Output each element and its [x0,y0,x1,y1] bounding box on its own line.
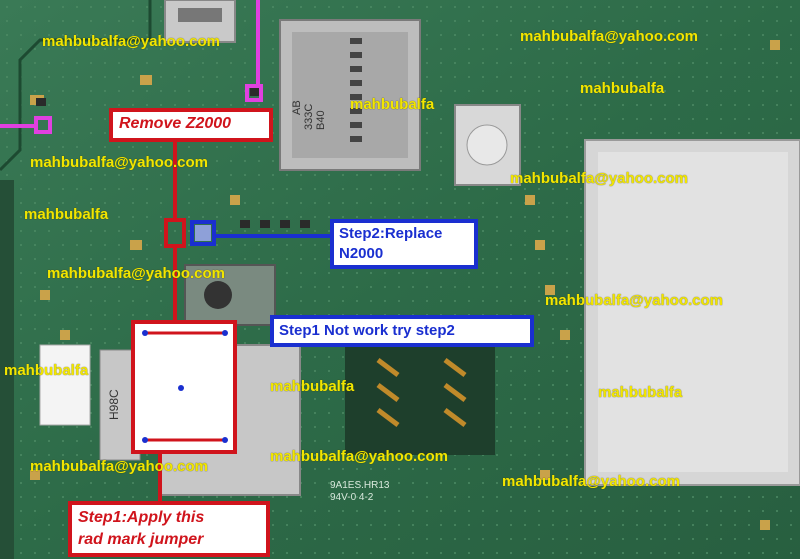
watermark-email: mahbubalfa@yahoo.com [30,458,208,475]
watermark-email: mahbubalfa@yahoo.com [30,154,208,171]
chip-label: H98C [107,389,121,420]
watermark-name: mahbubalfa [24,206,109,223]
usb-connector-slot [178,8,222,22]
step1-apply-jumper-callout: Step1:Apply this rad mark jumper [68,501,270,557]
watermark-name: mahbubalfa [350,96,435,113]
emmc-code-2: 333C [303,104,315,130]
smd-components [36,88,310,228]
remove-z2000-label: Remove Z2000 [119,115,232,132]
watermark-email: mahbubalfa@yahoo.com [510,170,688,187]
step2-line1: Step2:Replace [339,225,443,242]
silkscreen-2: 94V-0 4-2 [330,492,374,503]
jumper-points [142,330,228,443]
sim-holder [345,345,495,455]
step1-apply-line1: Step1:Apply this [78,509,205,526]
watermark-name: mahbubalfa [580,80,665,97]
silkscreen-1: 9A1ES.HR13 [330,480,390,491]
step1-not-work-label: Step1 Not work try step2 [279,322,455,339]
step2-replace-callout: Step2:Replace N2000 [330,219,478,269]
sim-contacts [376,358,467,427]
n2000-chip [195,225,211,241]
sd-socket-contacts [350,38,362,142]
step1-not-work-callout: Step1 Not work try step2 [270,315,534,347]
magenta-markers [0,0,263,134]
watermark-email: mahbubalfa@yahoo.com [42,33,220,50]
red-annotation-lines [131,140,237,504]
watermark-email: mahbubalfa@yahoo.com [545,292,723,309]
watermark-email: mahbubalfa@yahoo.com [520,28,698,45]
watermark-email: mahbubalfa@yahoo.com [270,448,448,465]
left-white-chip [39,344,91,426]
watermark-email: mahbubalfa@yahoo.com [502,473,680,490]
watermark-name: mahbubalfa [270,378,355,395]
rf-shield-frame [598,152,788,472]
watermark-name: mahbubalfa [598,384,683,401]
jumper-red-lines [145,331,225,442]
emmc-code-1: AB [291,100,303,115]
tact-switch-knob [466,124,508,166]
watermark-name: mahbubalfa [4,362,89,379]
watermark-email: mahbubalfa@yahoo.com [47,265,225,282]
blue-annotation [190,220,332,246]
board-edge [0,0,152,172]
step1-apply-line2: rad mark jumper [78,531,204,548]
step2-line2: N2000 [339,245,384,262]
emmc-code-3: B40 [315,110,327,130]
jumper-box-fill [135,324,233,450]
camera-lens [204,281,232,309]
left-dark-margin [0,180,14,559]
remove-z2000-callout: Remove Z2000 [109,108,273,142]
